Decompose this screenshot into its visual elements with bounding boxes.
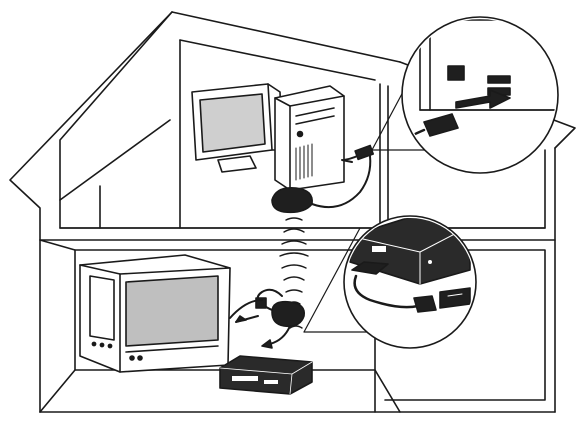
upper-room-ceiling	[180, 40, 375, 80]
zoom-bubble-usb	[372, 17, 560, 173]
lower-room-floor-front	[375, 370, 400, 412]
wireless-receiver	[236, 290, 304, 348]
zoom-bubble-device	[304, 214, 476, 348]
television	[80, 255, 230, 372]
attic-left-slope	[60, 120, 170, 200]
roof-ridge	[172, 12, 400, 62]
usb-cable-upper	[342, 146, 373, 162]
computer-monitor	[192, 84, 282, 172]
set-top-box	[220, 356, 312, 394]
attic-left-side	[60, 200, 180, 228]
lower-room-left	[40, 240, 75, 412]
roof-inner-left	[60, 12, 172, 200]
computer-tower	[275, 86, 344, 190]
